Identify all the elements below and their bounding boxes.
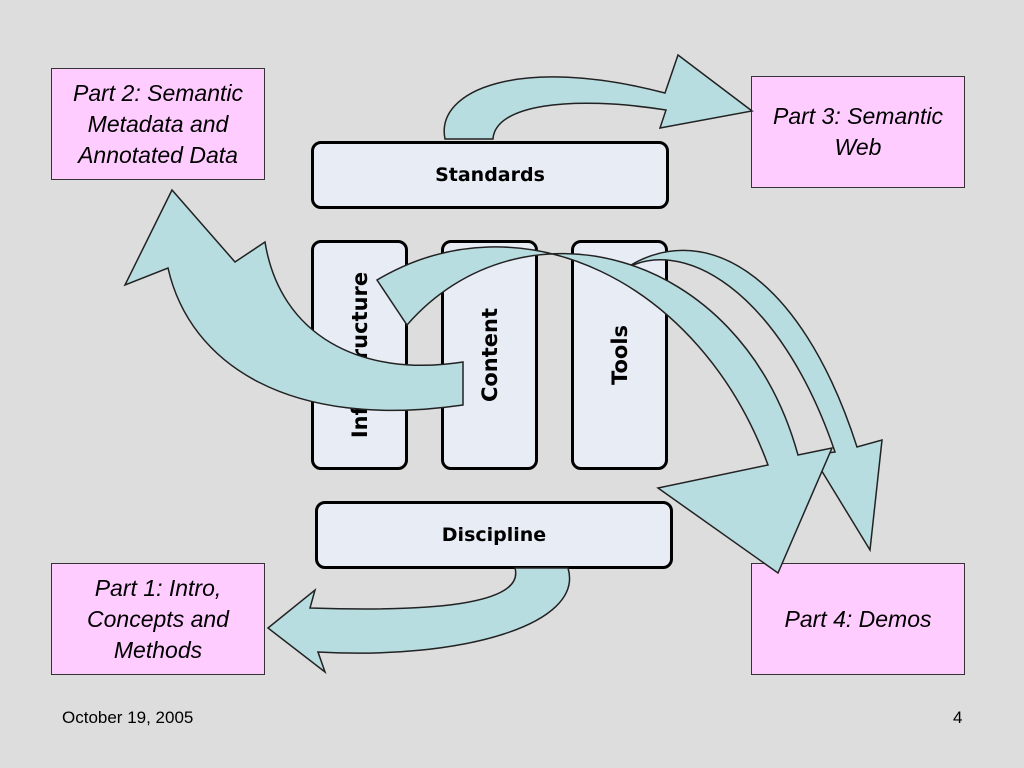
part3-label: Part 3: Semantic Web: [772, 103, 944, 160]
footer-date: October 19, 2005: [62, 708, 194, 727]
part2-label: Part 2: Semantic Metadata and Annotated …: [72, 79, 244, 168]
page-number: 4: [953, 708, 963, 727]
content-pillar: Content: [441, 240, 538, 470]
standards-label: Standards: [435, 164, 545, 186]
arrow-content-to-part4: [375, 246, 834, 575]
standards-box: Standards: [311, 141, 669, 209]
discipline-label: Discipline: [441, 524, 547, 546]
part1-label: Part 1: Intro, Concepts and Methods: [87, 574, 229, 663]
part4-label: Part 4: Demos: [784, 605, 932, 632]
arrow-tools-to-part4: [619, 249, 883, 553]
arrow-to-part2: [123, 188, 464, 412]
arrow-to-part1: [266, 567, 571, 675]
arrow-to-part3: [443, 53, 754, 140]
part4-box: Part 4: Demos: [751, 563, 965, 675]
part1-box: Part 1: Intro, Concepts and Methods: [51, 563, 265, 675]
part2-box: Part 2: Semantic Metadata and Annotated …: [51, 68, 265, 180]
part3-box: Part 3: Semantic Web: [751, 76, 965, 188]
discipline-box: Discipline: [315, 501, 673, 569]
